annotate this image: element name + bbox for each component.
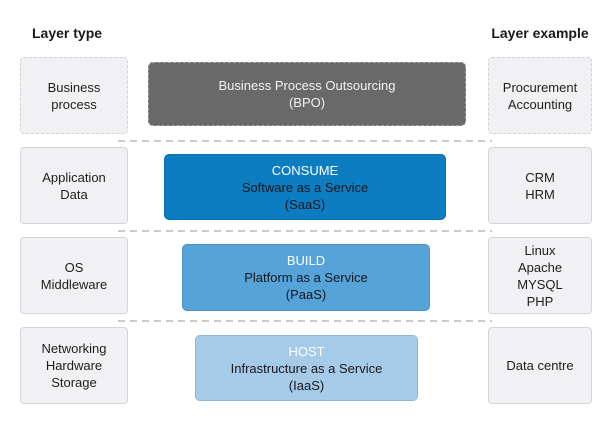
- middle-box-paas: BUILD Platform as a Service (PaaS): [182, 244, 430, 311]
- middle-box-abbreviation: (PaaS): [285, 287, 327, 302]
- layer-example-label: Accounting: [507, 96, 573, 112]
- layer-example-label: PHP: [526, 293, 554, 309]
- row-separator: [118, 230, 492, 232]
- middle-box-abbreviation: (BPO): [288, 95, 326, 110]
- middle-box-title: Software as a Service: [241, 179, 369, 195]
- layer-example-label: Apache: [517, 259, 563, 275]
- middle-box-title: Platform as a Service: [244, 270, 368, 285]
- layer-type-label: Middleware: [40, 276, 108, 292]
- middle-box-action-word: BUILD: [286, 253, 326, 268]
- layer-example-box-data-centre: Data centre: [488, 327, 592, 404]
- row-separator: [118, 320, 492, 322]
- layer-type-box-application-data: Application Data: [20, 147, 128, 224]
- layer-example-label: Linux: [524, 242, 556, 258]
- layer-type-label: OS: [64, 259, 84, 275]
- heading-layer-example: Layer example: [491, 25, 589, 41]
- layer-type-label: Storage: [51, 375, 97, 390]
- layer-type-label: Networking: [41, 341, 107, 356]
- middle-box-iaas: HOST Infrastructure as a Service (IaaS): [195, 335, 418, 401]
- row-separator: [118, 140, 492, 142]
- layer-type-label: Business: [47, 79, 101, 95]
- layer-type-label: Data: [60, 186, 88, 202]
- layer-type-box-networking-hardware-storage: Networking Hardware Storage: [20, 327, 128, 404]
- middle-box-title: Infrastructure as a Service: [230, 360, 383, 376]
- middle-box-action-word: HOST: [288, 343, 325, 359]
- layer-example-label: CRM: [525, 169, 555, 185]
- layer-example-box-crm-hrm: CRM HRM: [488, 147, 592, 224]
- layer-type-label: process: [51, 96, 97, 112]
- layer-type-box-os-middleware: OS Middleware: [20, 237, 128, 314]
- layer-type-label: Hardware: [45, 358, 103, 373]
- heading-layer-type: Layer type: [32, 25, 103, 41]
- layer-example-label: Data centre: [506, 358, 574, 373]
- layer-example-box-lamp-stack: Linux Apache MYSQL PHP: [488, 237, 592, 314]
- layer-type-label: Application: [42, 169, 106, 185]
- middle-box-abbreviation: (IaaS): [288, 377, 325, 393]
- layer-type-box-business-process: Business process: [20, 57, 128, 134]
- layer-example-label: Procurement: [502, 79, 578, 95]
- layer-example-label: HRM: [525, 186, 555, 202]
- middle-box-saas: CONSUME Software as a Service (SaaS): [164, 154, 446, 220]
- middle-box-abbreviation: (SaaS): [284, 196, 326, 212]
- middle-box-bpo: Business Process Outsourcing (BPO): [148, 62, 466, 126]
- layer-example-box-procurement-accounting: Procurement Accounting: [488, 57, 592, 134]
- middle-box-title: Business Process Outsourcing: [218, 78, 396, 93]
- layer-example-label: MYSQL: [517, 276, 563, 292]
- middle-box-action-word: CONSUME: [271, 162, 339, 178]
